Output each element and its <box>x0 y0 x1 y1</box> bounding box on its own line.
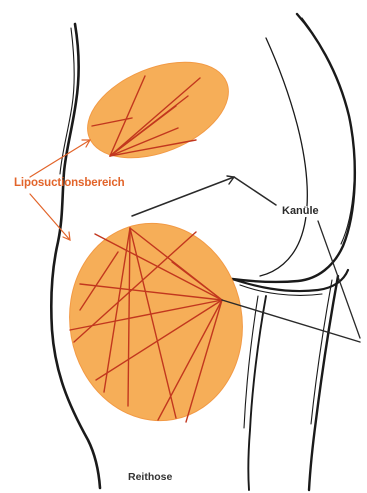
back-thigh-contour <box>309 276 338 490</box>
back-thigh-contour-thin <box>311 280 332 424</box>
inner-buttock-contour <box>260 38 307 276</box>
cannula-label: Kanüle <box>281 206 320 217</box>
inner-leg-contour <box>248 296 266 490</box>
lower-fat-area <box>54 210 258 435</box>
upper-fat-area <box>74 43 243 176</box>
liposuction-area-label: Liposuctionsbereich <box>14 178 125 190</box>
upper-fat-area-shape <box>74 43 243 176</box>
arrow-to-lower-area <box>30 194 70 240</box>
cannula-instrument-line <box>132 177 276 216</box>
cannula-leader <box>318 221 360 338</box>
lower-fat-area-shape <box>54 210 258 435</box>
zone-label: Reithose <box>128 472 172 483</box>
buttock-contour <box>232 14 355 282</box>
